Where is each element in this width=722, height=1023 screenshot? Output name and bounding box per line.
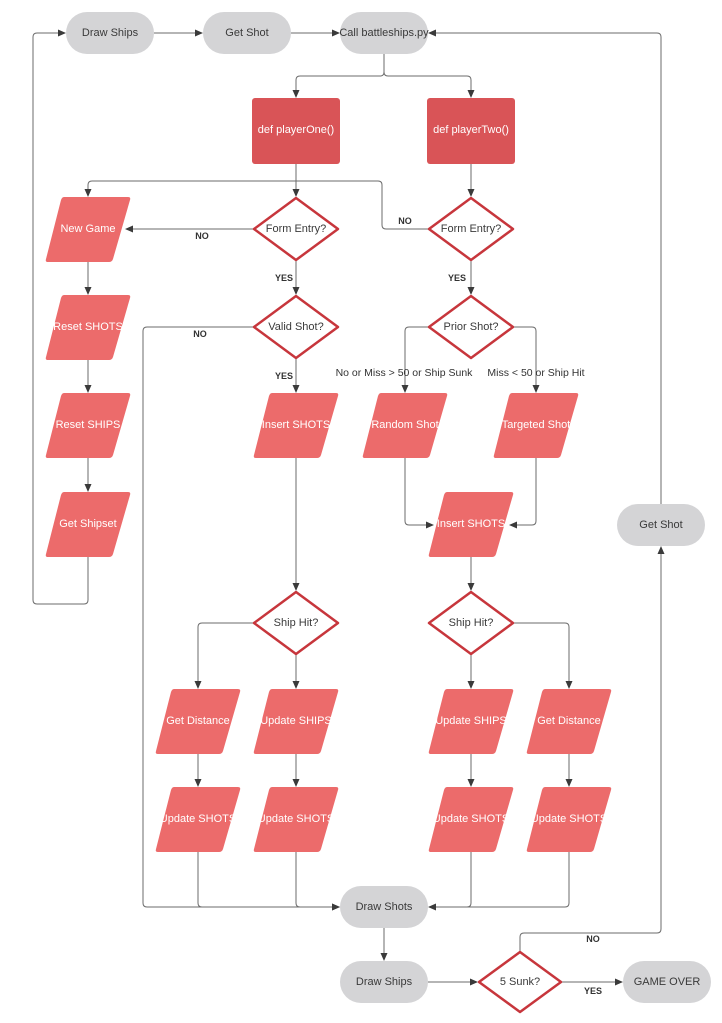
node-label: Draw Ships: [82, 27, 139, 39]
node-label: Form Entry?: [266, 223, 327, 235]
node-label: def playerOne(): [258, 124, 334, 136]
node-player-one[interactable]: def playerOne(): [252, 98, 340, 164]
node-player-two[interactable]: def playerTwo(): [427, 98, 515, 164]
node-label: Insert SHOTS: [437, 518, 505, 530]
node-label: Reset SHOTS: [53, 321, 123, 333]
io-reset-ships[interactable]: Reset SHIPS: [45, 393, 131, 458]
node-label: Targeted Shot: [502, 419, 571, 431]
io-random-shot[interactable]: Random Shot: [362, 393, 448, 458]
io-insert-shots-p1[interactable]: Insert SHOTS: [253, 393, 339, 458]
node-label: Update SHIPS: [260, 715, 332, 727]
edge-call-p2: [383, 71, 475, 98]
edge-prior-targeted: [513, 326, 540, 393]
node-label: Get Distance: [537, 715, 601, 727]
edge-label-prior-right: Miss < 50 or Ship Hit: [487, 367, 584, 379]
node-get-shot-top[interactable]: Get Shot: [203, 12, 291, 54]
edge-label-form2-yes: YES: [448, 273, 466, 283]
io-update-shots-p2-a[interactable]: Update SHOTS: [428, 787, 514, 852]
edge-label-sunk-no: NO: [586, 934, 600, 944]
node-label: Update SHOTS: [433, 813, 509, 825]
node-game-over[interactable]: GAME OVER: [623, 961, 711, 1003]
node-label: Random Shot: [371, 419, 438, 431]
edge-shots2b-drawshots: [467, 852, 570, 908]
edge-random-insert2: [404, 458, 434, 529]
node-label: Get Shipset: [59, 518, 116, 530]
edge-label-form1-no: NO: [195, 231, 209, 241]
io-new-game[interactable]: New Game: [45, 197, 131, 262]
node-label: GAME OVER: [634, 976, 701, 988]
node-label: def playerTwo(): [433, 124, 509, 136]
node-label: Form Entry?: [441, 223, 502, 235]
node-draw-ships-top[interactable]: Draw Ships: [66, 12, 154, 54]
node-label: Get Shot: [225, 27, 268, 39]
decision-ship-hit-p2[interactable]: Ship Hit?: [427, 590, 515, 656]
decision-ship-hit-p1[interactable]: Ship Hit?: [252, 590, 340, 656]
node-get-shot-right[interactable]: Get Shot: [617, 504, 705, 546]
edge-getshipset-drawships: [32, 29, 89, 605]
node-label: Get Shot: [639, 519, 682, 531]
node-label: Update SHOTS: [531, 813, 607, 825]
node-label: Draw Shots: [356, 901, 413, 913]
node-label: New Game: [60, 223, 115, 235]
io-update-shots-p2-b[interactable]: Update SHOTS: [526, 787, 612, 852]
node-draw-ships-bottom[interactable]: Draw Ships: [340, 961, 428, 1003]
edge-label-prior-left: No or Miss > 50 or Ship Sunk: [336, 367, 474, 379]
decision-form-entry-p2[interactable]: Form Entry?: [427, 196, 515, 262]
io-get-shipset[interactable]: Get Shipset: [45, 492, 131, 557]
node-label: Ship Hit?: [449, 617, 494, 629]
node-label: Ship Hit?: [274, 617, 319, 629]
node-label: Call battleships.py: [339, 27, 429, 39]
edge-hit2-no-distance: [513, 622, 573, 689]
node-draw-shots[interactable]: Draw Shots: [340, 886, 428, 928]
node-label: Update SHOTS: [160, 813, 236, 825]
edge-call-p1: [292, 54, 385, 98]
edge-label-form2-no: NO: [398, 216, 412, 226]
io-update-shots-p1-b[interactable]: Update SHOTS: [253, 787, 339, 852]
io-get-distance-p1[interactable]: Get Distance: [155, 689, 241, 754]
edge-targeted-insert2: [509, 458, 537, 529]
node-label: Insert SHOTS: [262, 419, 330, 431]
edge-shots1b-drawshots: [295, 852, 340, 911]
edge-label-sunk-yes: YES: [584, 986, 602, 996]
node-label: Update SHIPS: [435, 715, 507, 727]
io-get-distance-p2[interactable]: Get Distance: [526, 689, 612, 754]
decision-form-entry-p1[interactable]: Form Entry?: [252, 196, 340, 262]
edge-form2-no-newgame: [84, 180, 429, 230]
decision-prior-shot[interactable]: Prior Shot?: [427, 294, 515, 360]
node-label: Draw Ships: [356, 976, 413, 988]
io-targeted-shot[interactable]: Targeted Shot: [493, 393, 579, 458]
edge-hit1-no-distance: [194, 622, 254, 689]
io-update-shots-p1-a[interactable]: Update SHOTS: [155, 787, 241, 852]
io-update-ships-p2[interactable]: Update SHIPS: [428, 689, 514, 754]
decision-five-sunk[interactable]: 5 Sunk?: [477, 950, 563, 1014]
io-insert-shots-p2[interactable]: Insert SHOTS: [428, 492, 514, 557]
edge-shots1a-drawshots: [197, 852, 300, 908]
node-label: Reset SHIPS: [56, 419, 121, 431]
node-call-battleships[interactable]: Call battleships.py: [339, 12, 429, 54]
node-label: Valid Shot?: [268, 321, 323, 333]
node-label: 5 Sunk?: [500, 976, 540, 988]
edge-getshot-call-return: [428, 29, 662, 504]
io-update-ships-p1[interactable]: Update SHIPS: [253, 689, 339, 754]
edge-label-valid-no: NO: [193, 329, 207, 339]
decision-valid-shot[interactable]: Valid Shot?: [252, 294, 340, 360]
edges: [32, 29, 665, 986]
edge-valid-no-drawshots: [142, 326, 340, 911]
edge-shots2a-drawshots: [428, 852, 472, 911]
node-label: Get Distance: [166, 715, 230, 727]
edge-sunk-no-getshot: [519, 546, 665, 951]
node-label: Update SHOTS: [258, 813, 334, 825]
edge-label-valid-yes: YES: [275, 371, 293, 381]
edge-prior-random: [401, 326, 429, 393]
node-label: Prior Shot?: [443, 321, 498, 333]
io-reset-shots[interactable]: Reset SHOTS: [45, 295, 131, 360]
edge-label-form1-yes: YES: [275, 273, 293, 283]
